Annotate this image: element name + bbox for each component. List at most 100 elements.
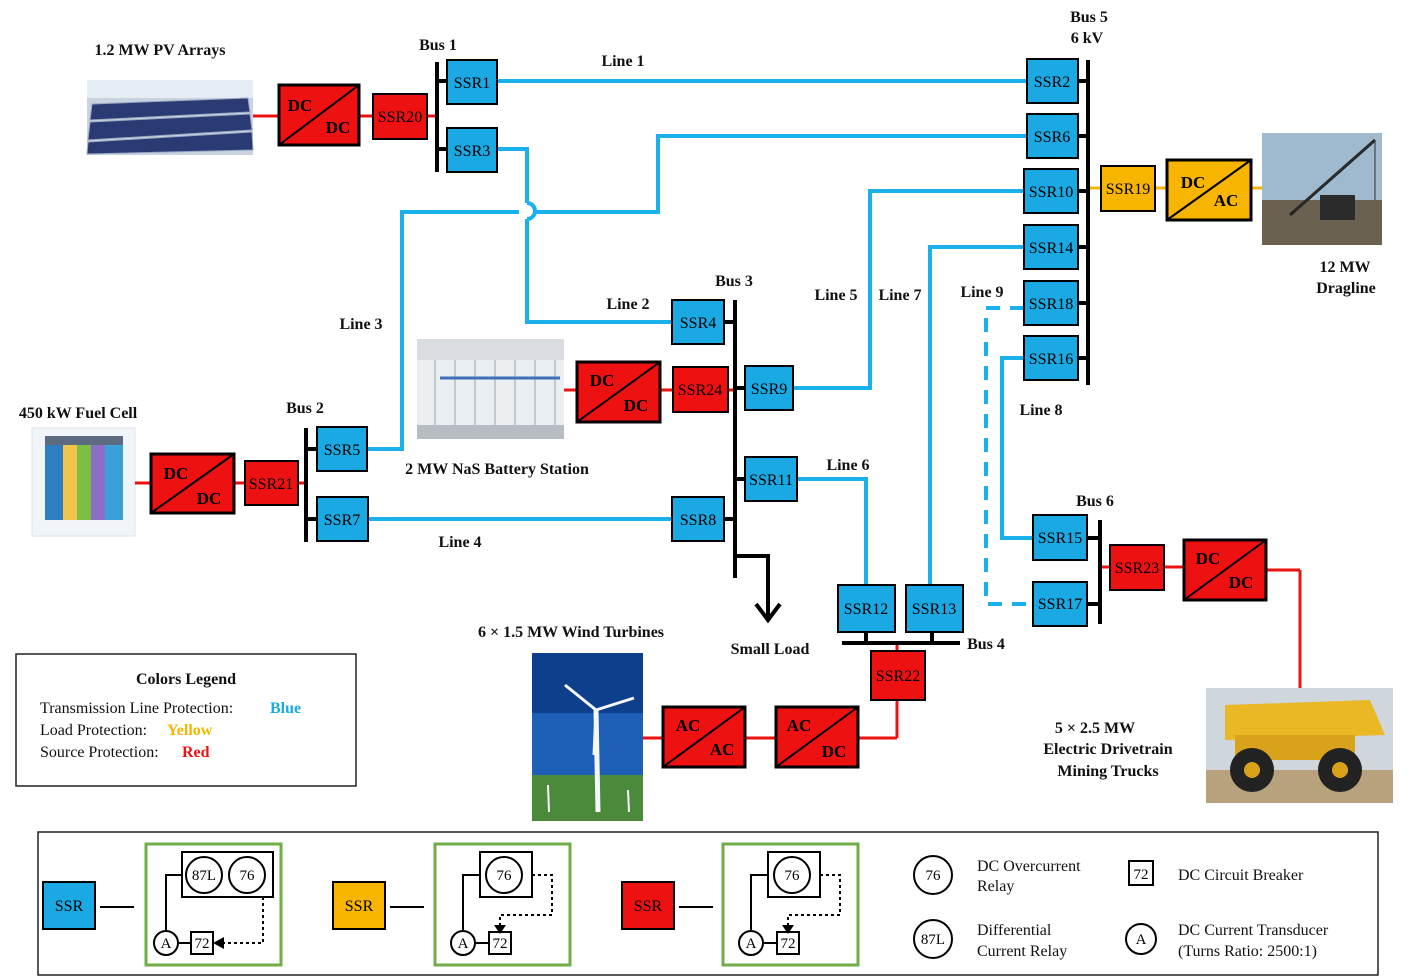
ssr11[interactable]: SSR11 xyxy=(745,457,797,501)
svg-text:SSR4: SSR4 xyxy=(680,315,716,332)
pv-label: 1.2 MW PV Arrays xyxy=(95,42,226,59)
line8-label: Line 8 xyxy=(1019,402,1062,419)
ssr7[interactable]: SSR7 xyxy=(317,497,368,541)
svg-text:AC: AC xyxy=(787,716,812,735)
svg-text:76: 76 xyxy=(240,868,256,884)
legend-row1-label: Transmission Line Protection: xyxy=(40,700,233,717)
svg-text:72: 72 xyxy=(195,936,210,952)
svg-text:AC: AC xyxy=(710,740,735,759)
svg-text:72: 72 xyxy=(781,936,796,952)
ssr3[interactable]: SSR3 xyxy=(447,128,497,172)
svg-text:SSR7: SSR7 xyxy=(324,512,360,529)
ssr10[interactable]: SSR10 xyxy=(1024,169,1078,213)
bus2-label: Bus 2 xyxy=(286,400,324,417)
line6-label: Line 6 xyxy=(826,457,869,474)
line5-label: Line 5 xyxy=(814,287,857,304)
ssr17[interactable]: SSR17 xyxy=(1033,582,1087,626)
legend-title: Colors Legend xyxy=(136,671,236,688)
legend-row3-value: Red xyxy=(182,744,210,761)
wind-turbine-image xyxy=(532,653,643,821)
svg-text:AC: AC xyxy=(676,716,701,735)
svg-text:SSR21: SSR21 xyxy=(249,476,293,493)
protection-key-panel: SSR 87L 76 A 72 SSR 76 xyxy=(38,832,1378,975)
ssr1[interactable]: SSR1 xyxy=(447,60,497,104)
svg-text:76: 76 xyxy=(785,868,801,884)
svg-text:76: 76 xyxy=(497,868,513,884)
svg-text:SSR13: SSR13 xyxy=(912,601,956,618)
trucks-label-2: Electric Drivetrain xyxy=(1043,741,1172,758)
svg-text:A: A xyxy=(161,936,172,952)
ssr22[interactable]: SSR22 xyxy=(871,651,925,700)
ssr16[interactable]: SSR16 xyxy=(1024,336,1078,380)
ssr18[interactable]: SSR18 xyxy=(1024,281,1078,325)
svg-text:DC: DC xyxy=(164,464,189,483)
mining-truck-image xyxy=(1206,688,1393,803)
ssr6[interactable]: SSR6 xyxy=(1027,114,1078,158)
svg-text:DC: DC xyxy=(197,489,222,508)
line7-label: Line 7 xyxy=(878,287,921,304)
svg-text:DC: DC xyxy=(1181,173,1206,192)
svg-text:DC: DC xyxy=(326,118,351,137)
svg-text:SSR1: SSR1 xyxy=(454,75,490,92)
ssr24[interactable]: SSR24 xyxy=(673,367,728,412)
svg-text:A: A xyxy=(458,936,469,952)
pv-array-image xyxy=(87,80,253,155)
battery-station-image xyxy=(417,339,564,439)
trucks-label-1: 5 × 2.5 MW xyxy=(1055,720,1135,737)
fuel-cell-label: 450 kW Fuel Cell xyxy=(19,405,138,422)
ssr23[interactable]: SSR23 xyxy=(1110,545,1164,590)
svg-text:72: 72 xyxy=(493,936,508,952)
ssr13[interactable]: SSR13 xyxy=(906,585,963,632)
bus6-label: Bus 6 xyxy=(1076,493,1114,510)
acdc-converter-wind: AC DC xyxy=(776,707,858,767)
svg-text:72: 72 xyxy=(1134,867,1149,883)
svg-text:SSR10: SSR10 xyxy=(1029,184,1073,201)
ssr2[interactable]: SSR2 xyxy=(1027,59,1078,103)
svg-text:AC: AC xyxy=(1214,191,1239,210)
line2-label: Line 2 xyxy=(606,296,649,313)
bus4-label: Bus 4 xyxy=(967,636,1005,653)
svg-text:DC: DC xyxy=(1196,549,1221,568)
battery-label: 2 MW NaS Battery Station xyxy=(405,461,589,478)
colors-legend: Colors Legend Transmission Line Protecti… xyxy=(16,654,356,786)
ssr9[interactable]: SSR9 xyxy=(745,366,793,410)
svg-text:SSR17: SSR17 xyxy=(1038,596,1082,613)
ssr15[interactable]: SSR15 xyxy=(1033,515,1087,560)
svg-text:SSR18: SSR18 xyxy=(1029,296,1073,313)
svg-text:SSR11: SSR11 xyxy=(749,472,793,489)
svg-text:SSR3: SSR3 xyxy=(454,143,490,160)
ssr4[interactable]: SSR4 xyxy=(672,300,724,344)
svg-text:SSR15: SSR15 xyxy=(1038,530,1082,547)
wind-label: 6 × 1.5 MW Wind Turbines xyxy=(478,624,664,641)
ssr5[interactable]: SSR5 xyxy=(317,427,367,471)
svg-text:DC: DC xyxy=(590,371,615,390)
ssr20[interactable]: SSR20 xyxy=(373,94,427,139)
svg-text:Differential: Differential xyxy=(977,922,1052,939)
line9-label: Line 9 xyxy=(960,284,1003,301)
svg-text:SSR2: SSR2 xyxy=(1034,74,1070,91)
acac-converter-wind: AC AC xyxy=(663,707,745,767)
dcdc-converter-trucks: DC DC xyxy=(1184,540,1266,600)
svg-text:DC Overcurrent: DC Overcurrent xyxy=(977,858,1081,875)
ssr8[interactable]: SSR8 xyxy=(672,497,724,541)
ssr14[interactable]: SSR14 xyxy=(1024,225,1078,269)
svg-text:87L: 87L xyxy=(192,868,216,884)
svg-text:SSR: SSR xyxy=(345,898,374,915)
svg-text:A: A xyxy=(746,936,757,952)
dragline-label-2: Dragline xyxy=(1316,280,1376,297)
svg-text:SSR24: SSR24 xyxy=(678,382,722,399)
ssr19[interactable]: SSR19 xyxy=(1101,166,1155,211)
svg-text:DC: DC xyxy=(624,396,649,415)
ssr21[interactable]: SSR21 xyxy=(245,461,298,505)
dragline-label-1: 12 MW xyxy=(1319,259,1370,276)
svg-text:SSR20: SSR20 xyxy=(378,109,422,126)
ssr12[interactable]: SSR12 xyxy=(838,585,895,632)
svg-text:SSR6: SSR6 xyxy=(1034,129,1070,146)
legend-row2-value: Yellow xyxy=(167,722,213,739)
trucks-label-3: Mining Trucks xyxy=(1057,763,1158,780)
dcdc-converter-battery: DC DC xyxy=(577,362,660,422)
small-load-arrow xyxy=(735,556,780,620)
svg-text:(Turns Ratio: 2500:1): (Turns Ratio: 2500:1) xyxy=(1178,943,1317,960)
svg-text:DC: DC xyxy=(1229,573,1254,592)
